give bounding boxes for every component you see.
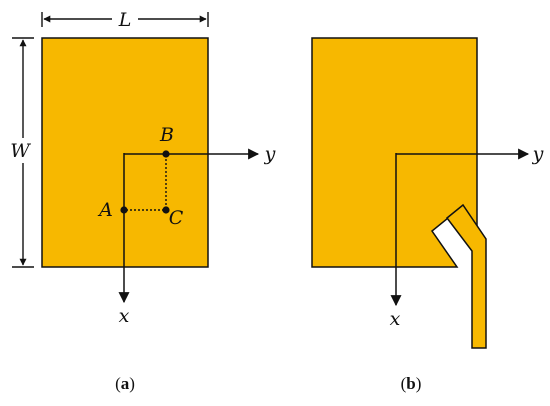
- feed-line: [445, 203, 487, 349]
- point-c: [162, 206, 170, 214]
- length-dimension: L: [41, 9, 209, 31]
- panel-b: y x (b): [311, 37, 544, 393]
- x-axis-label-a: x: [119, 305, 130, 327]
- label-a: A: [97, 199, 113, 221]
- y-axis-label-a: y: [264, 143, 276, 165]
- length-label: L: [118, 9, 132, 31]
- y-axis-label-b: y: [532, 143, 544, 165]
- x-axis-label-b: x: [390, 308, 401, 330]
- patch-rectangle-b: [311, 37, 478, 268]
- patch-rectangle-a: [41, 37, 209, 268]
- label-c: C: [169, 207, 184, 229]
- caption-a: (a): [115, 374, 135, 393]
- caption-b: (b): [401, 374, 422, 393]
- width-label: W: [10, 140, 31, 162]
- width-dimension: W: [10, 37, 34, 268]
- panel-a: L W A B C y x (a): [10, 9, 275, 393]
- label-b: B: [159, 124, 174, 146]
- point-a: [120, 206, 128, 214]
- point-b: [162, 150, 170, 158]
